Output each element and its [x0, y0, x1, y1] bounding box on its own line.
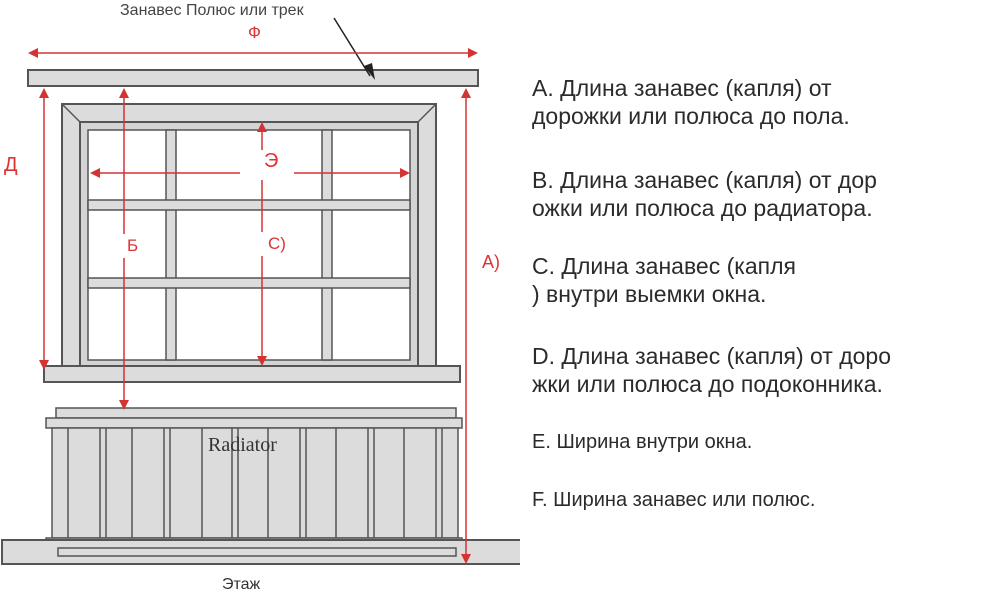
legend-item-e: E. Ширина внутри окна.: [532, 430, 982, 454]
legend-item-a: A. Длина занавес (капля) от дорожки или …: [532, 74, 982, 130]
muntin: [165, 129, 177, 361]
legend-f-line1: F. Ширина занавес или полюс.: [532, 489, 816, 511]
legend-e-line1: E. Ширина внутри окна.: [532, 431, 753, 453]
radiator-label: Radiator: [208, 434, 277, 456]
radiator-top-lip: [45, 417, 463, 429]
window-diagram: [1, 17, 520, 565]
label-b: Б: [127, 236, 139, 255]
label-a: A): [482, 252, 500, 272]
radiator-body: [51, 427, 459, 539]
legend-d-line2: жки или полюса до подоконника.: [532, 371, 883, 398]
label-f: Ф: [248, 23, 261, 42]
radiator-fins: [67, 428, 443, 538]
curtain-pole: [27, 69, 479, 87]
legend-c-line1: C. Длина занавес (капля: [532, 253, 796, 279]
caption-pointer: [333, 17, 371, 77]
window-sill: [43, 365, 461, 383]
radiator-top: [55, 407, 457, 419]
legend-item-d: D. Длина занавес (капля) от доро жки или…: [532, 342, 982, 398]
floor-caption: Этаж: [222, 576, 261, 593]
legend-c-line2: ) внутри выемки окна.: [532, 281, 767, 308]
label-e: Э: [264, 150, 279, 172]
legend-b-line1: B. Длина занавес (капля) от дор: [532, 167, 877, 193]
legend-b-line2: ожки или полюса до радиатора.: [532, 195, 873, 222]
legend-item-f: F. Ширина занавес или полюс.: [532, 488, 982, 512]
legend-item-b: B. Длина занавес (капля) от дор ожки или…: [532, 166, 982, 222]
legend-item-c: C. Длина занавес (капля ) внутри выемки …: [532, 252, 982, 308]
label-c: C): [268, 234, 286, 253]
muntin: [87, 199, 411, 211]
pole-caption: Занавес Полюс или трек: [120, 2, 304, 19]
muntin: [87, 277, 411, 289]
muntin: [321, 129, 333, 361]
legend-a-line1: A. Длина занавес (капля) от: [532, 75, 832, 101]
legend-a-line2: дорожки или полюса до пола.: [532, 103, 850, 130]
legend-d-line1: D. Длина занавес (капля) от доро: [532, 343, 891, 369]
label-d: Д: [4, 154, 18, 176]
